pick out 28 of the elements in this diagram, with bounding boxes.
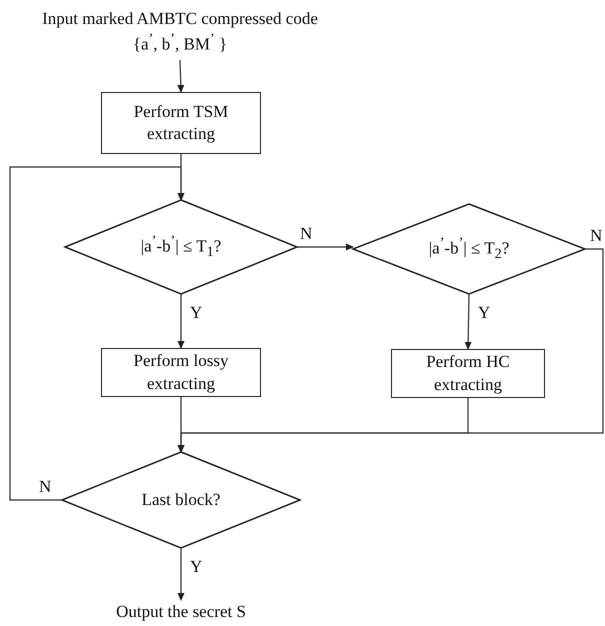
node-label: Output the secret S	[116, 600, 246, 623]
process-box	[391, 349, 545, 398]
node-label: |a$^{’}$-b$^{’}$| ≤ T$_{2}$?	[428, 234, 510, 264]
edge-label: Y	[189, 304, 204, 321]
node-label: Perform lossy extracting	[132, 350, 230, 395]
decision-diamond	[62, 452, 300, 548]
edge-label: N	[299, 225, 314, 242]
edge-label: N	[38, 478, 52, 495]
edge-label: N	[589, 227, 604, 244]
edge-label: Y	[477, 304, 492, 321]
node-label: Last block?	[142, 488, 220, 511]
arrow	[297, 244, 354, 250]
arrow	[464, 294, 472, 350]
arrow	[9, 166, 184, 501]
decision-diamond	[353, 204, 585, 294]
node-label: Perform HC extracting	[425, 351, 511, 396]
process-box	[101, 92, 261, 154]
decision-diamond	[65, 200, 297, 294]
node-label: {a$^{’}$, b$^{’}$, BM$^{’}$ }	[132, 30, 228, 56]
node-label: |a$^{’}$-b$^{’}$| ≤ T$_{1}$?	[140, 232, 222, 262]
arrow	[177, 60, 184, 93]
node-label: Input marked AMBTC compressed code	[42, 8, 318, 30]
node-label: Perform TSM extracting	[132, 100, 230, 145]
edge-label: Y	[189, 558, 204, 575]
arrow	[178, 548, 184, 601]
process-box	[101, 348, 261, 397]
arrow	[178, 248, 604, 453]
arrow	[178, 294, 184, 349]
